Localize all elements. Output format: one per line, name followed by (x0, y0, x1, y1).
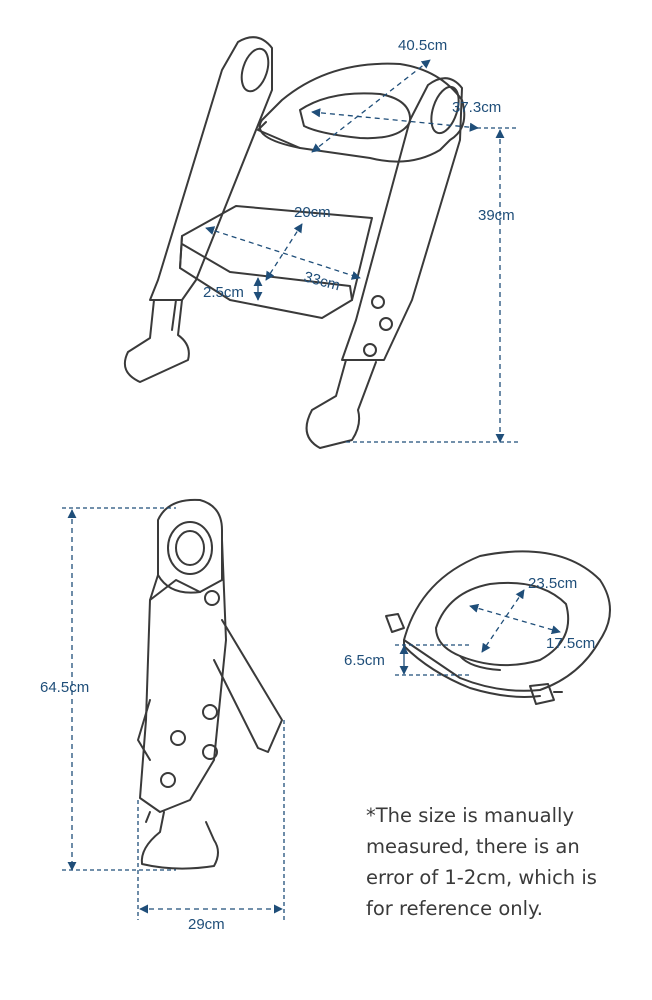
side-main-frame (139, 539, 227, 813)
seat-view-dimensions (395, 589, 561, 676)
measurement-note: *The size is manually measured, there is… (366, 800, 636, 924)
side-foot (140, 811, 219, 870)
seat-view-right-peg (529, 683, 555, 705)
label-opening-width: 17.5cm (546, 635, 595, 652)
right-foot (305, 359, 377, 449)
label-opening-length: 23.5cm (528, 575, 577, 592)
front-view-dimensions (205, 59, 518, 443)
note-line: for reference only. (366, 897, 543, 920)
seat-view-opening (435, 581, 570, 667)
label-seat-depth: 37.3cm (452, 99, 501, 116)
side-view-labels: 64.5cm 29cm (40, 679, 225, 933)
note-line: *The size is manually (366, 804, 574, 827)
left-handle-ring (240, 47, 270, 93)
side-seat (157, 498, 223, 594)
front-view-drawing (124, 36, 466, 449)
seat-view-left-peg (385, 613, 405, 633)
note-line: measured, there is an (366, 835, 580, 858)
seat-view-drawing (385, 550, 611, 705)
label-seat-width: 40.5cm (398, 37, 447, 54)
step-platform (179, 205, 373, 319)
right-upright (341, 77, 463, 361)
side-front-leg (137, 699, 151, 761)
side-rear-leg (213, 619, 283, 753)
seat-view-outer-ring (403, 550, 611, 692)
seat-opening (299, 92, 412, 140)
side-view-drawing (137, 498, 283, 870)
label-side-depth: 29cm (188, 916, 225, 933)
label-step-depth: 20cm (294, 204, 331, 221)
front-view-labels: 40.5cm 37.3cm 39cm 20cm 33cm 2.5cm (203, 37, 515, 301)
left-foot (124, 299, 190, 383)
side-view-dimensions (62, 507, 285, 920)
label-step-thickness: 2.5cm (203, 284, 244, 301)
label-height: 39cm (478, 207, 515, 224)
label-seat-thickness: 6.5cm (344, 652, 385, 669)
label-step-width: 33cm (302, 268, 342, 294)
note-line: error of 1-2cm, which is (366, 866, 597, 889)
left-upright (149, 36, 273, 301)
label-side-height: 64.5cm (40, 679, 89, 696)
seat-view-labels: 23.5cm 17.5cm 6.5cm (344, 575, 595, 669)
